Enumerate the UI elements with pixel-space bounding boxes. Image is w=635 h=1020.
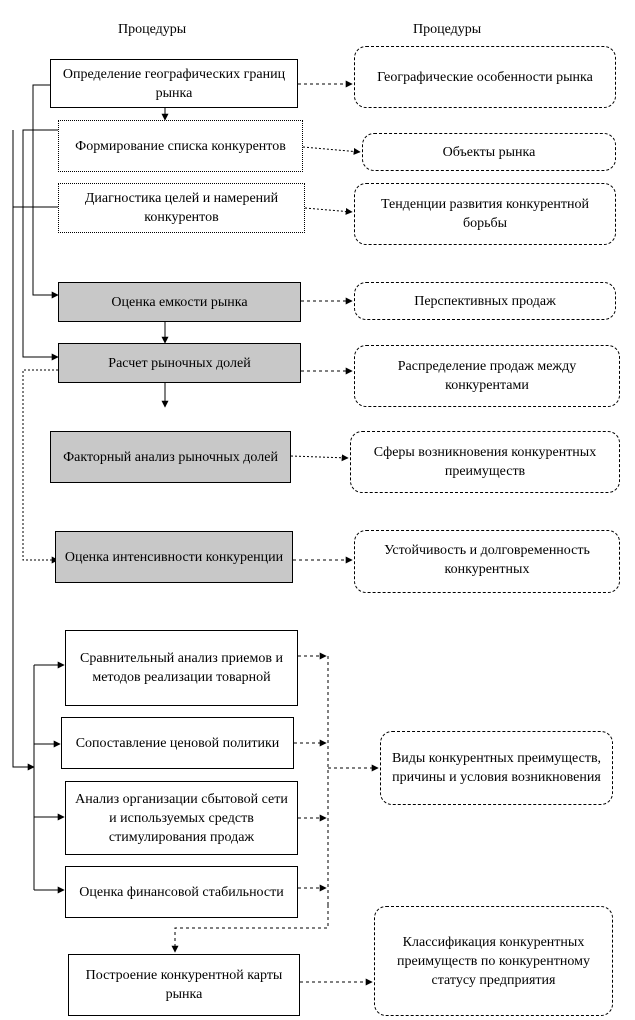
procedure-label: Оценка емкости рынка — [111, 294, 248, 310]
procedure-label: Диагностика целей и намерений конкуренто… — [84, 191, 279, 225]
result-label: Объекты рынка — [442, 144, 536, 160]
result-label: Устойчивость и долговременность конкурен… — [384, 543, 590, 577]
result-prospective-sales: Перспективных продаж — [354, 282, 616, 320]
procedure-label: Расчет рыночных долей — [108, 355, 251, 371]
result-label: Сферы возникновения конкурентных преимущ… — [373, 445, 597, 479]
procedure-competitor-list: Формирование списка конкурентов — [58, 120, 303, 172]
procedure-market-capacity: Оценка емкости рынка — [58, 282, 301, 322]
result-market-objects: Объекты рынка — [362, 133, 616, 171]
header-procedures-right: Процедуры — [413, 22, 482, 37]
result-competition-trends: Тенденции развития конкурентной борьбы — [354, 183, 616, 245]
result-label: Классификация конкурентных преимуществ п… — [397, 934, 590, 988]
procedure-label: Оценка финансовой стабильности — [79, 884, 284, 900]
result-label: Тенденции развития конкурентной борьбы — [381, 197, 589, 231]
procedure-competition-intensity: Оценка интенсивности конкуренции — [55, 531, 293, 583]
result-advantage-types: Виды конкурентных преимуществ, причины и… — [380, 731, 613, 805]
procedure-label: Определение географических границ рынка — [62, 66, 286, 101]
header-procedures-left: Процедуры — [118, 22, 187, 37]
result-label: Распределение продаж между конкурентами — [397, 359, 577, 393]
procedure-distribution-network: Анализ организации сбытовой сети и испол… — [65, 781, 298, 855]
procedure-label: Сопоставление ценовой политики — [75, 735, 280, 751]
procedure-label: Построение конкурентной карты рынка — [85, 968, 283, 1002]
procedure-sales-methods-analysis: Сравнительный анализ приемов и методов р… — [65, 630, 298, 706]
procedure-market-shares: Расчет рыночных долей — [58, 343, 301, 383]
procedure-competitive-map: Построение конкурентной карты рынка — [68, 954, 300, 1016]
result-competitive-advantage-spheres: Сферы возникновения конкурентных преимущ… — [350, 431, 620, 493]
procedure-label: Формирование списка конкурентов — [75, 138, 286, 154]
result-advantage-sustainability: Устойчивость и долговременность конкурен… — [354, 530, 620, 593]
procedure-competitor-goals: Диагностика целей и намерений конкуренто… — [58, 183, 305, 233]
procedure-geographic-boundaries: Определение географических границ рынка — [50, 59, 298, 108]
procedure-price-policy: Сопоставление ценовой политики — [61, 717, 294, 769]
result-label: Перспективных продаж — [414, 293, 556, 309]
result-label: Виды конкурентных преимуществ, причины и… — [391, 751, 602, 785]
procedure-label: Оценка интенсивности конкуренции — [64, 549, 284, 565]
result-advantage-classification: Классификация конкурентных преимуществ п… — [374, 906, 613, 1016]
procedure-label: Факторный анализ рыночных долей — [63, 449, 278, 465]
result-sales-distribution: Распределение продаж между конкурентами — [354, 345, 620, 407]
result-geographic-features: Географические особенности рынка — [354, 46, 616, 108]
procedure-label: Анализ организации сбытовой сети и испол… — [75, 791, 288, 845]
procedure-financial-stability: Оценка финансовой стабильности — [65, 866, 298, 918]
procedure-label: Сравнительный анализ приемов и методов р… — [80, 651, 283, 685]
result-label: Географические особенности рынка — [377, 69, 593, 85]
procedure-factor-analysis: Факторный анализ рыночных долей — [50, 431, 291, 483]
